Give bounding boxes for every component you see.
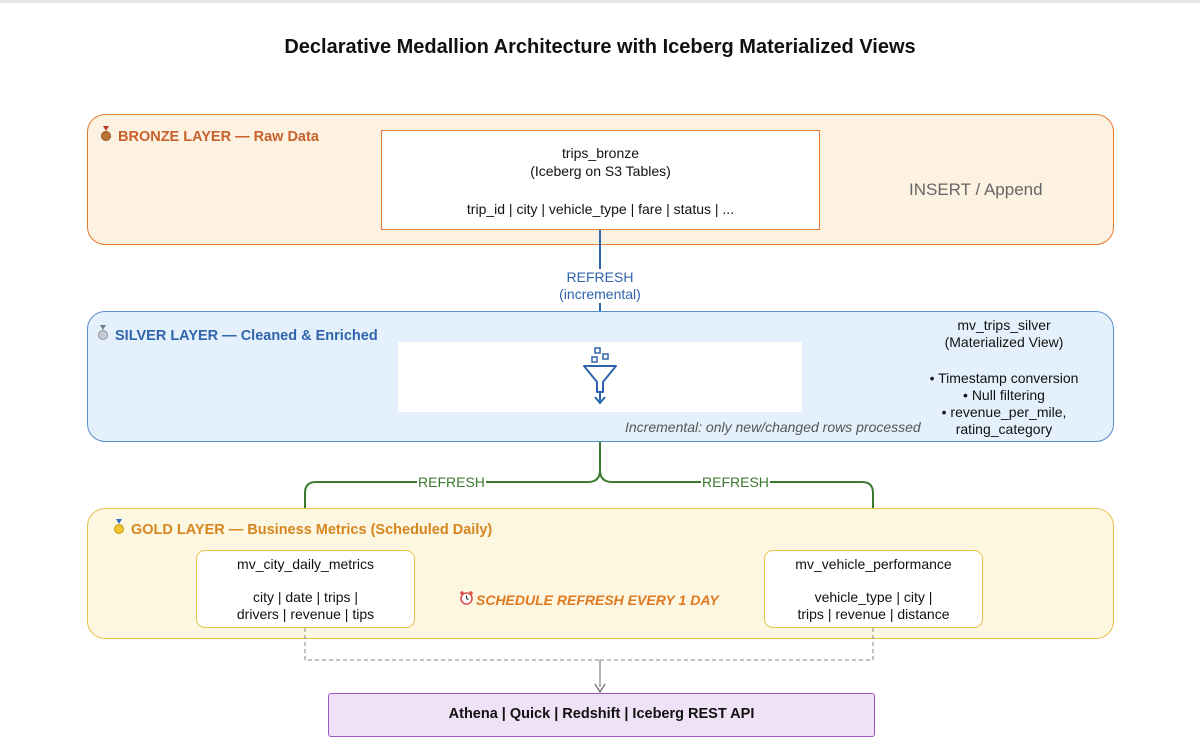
alarm-clock-icon [459,590,474,608]
bronze-table-desc: (Iceberg on S3 Tables) [530,163,671,179]
mv-city-daily-metrics-box: mv_city_daily_metrics city | date | trip… [196,550,415,628]
silver-layer-title: SILVER LAYER — Cleaned & Enriched [97,325,378,344]
top-border-line [0,0,1200,3]
schedule-refresh-label: SCHEDULE REFRESH EVERY 1 DAY [459,590,719,608]
refresh-main-line1: REFRESH [566,269,634,285]
refresh-left-label: REFRESH [417,474,486,490]
incremental-note: Incremental: only new/changed rows proce… [625,419,921,435]
silver-view-name: mv_trips_silver [957,317,1051,333]
vehicle-performance-view-name: mv_vehicle_performance [795,556,952,572]
city-metrics-view-name: mv_city_daily_metrics [237,556,374,572]
refresh-right-label: REFRESH [701,474,770,490]
silver-transform-item: • revenue_per_mile, [941,404,1067,420]
gold-layer-title: GOLD LAYER — Business Metrics (Scheduled… [113,519,492,538]
silver-layer-title-text: SILVER LAYER — Cleaned & Enriched [115,328,378,344]
silver-transform-item: • Timestamp conversion [929,370,1079,386]
funnel-icon [583,347,617,405]
trips-bronze-table-box: trips_bronze (Iceberg on S3 Tables) trip… [381,130,820,230]
city-metrics-fields-line1: city | date | trips | [252,589,359,605]
gold-medal-icon [113,519,125,537]
diagram-title: Declarative Medallion Architecture with … [284,36,916,58]
bronze-layer-title-text: BRONZE LAYER — Raw Data [118,129,319,145]
consumers-arrowhead [594,683,606,694]
bronze-table-name: trips_bronze [561,145,640,161]
schedule-refresh-text: SCHEDULE REFRESH EVERY 1 DAY [476,592,719,608]
silver-transform-item: rating_category [955,421,1053,437]
mv-trips-silver-description: mv_trips_silver (Materialized View) • Ti… [916,317,1092,438]
silver-view-desc: (Materialized View) [944,334,1064,350]
silver-medal-icon [97,325,109,343]
vehicle-performance-fields-line1: vehicle_type | city | [814,589,933,605]
query-engines-box: Athena | Quick | Redshift | Iceberg REST… [328,693,875,737]
gold-layer-title-text: GOLD LAYER — Business Metrics (Scheduled… [131,522,493,538]
vehicle-performance-fields-line2: trips | revenue | distance [797,606,950,622]
bronze-medal-icon [100,126,112,144]
city-metrics-fields-line2: drivers | revenue | tips [236,606,375,622]
bronze-write-mode: INSERT / Append [909,180,1043,199]
bronze-table-fields: trip_id | city | vehicle_type | fare | s… [466,201,735,217]
mv-vehicle-performance-box: mv_vehicle_performance vehicle_type | ci… [764,550,983,628]
bronze-layer-title: BRONZE LAYER — Raw Data [100,126,319,145]
silver-transform-item: • Null filtering [963,387,1045,403]
refresh-incremental-label: REFRESH (incremental) [540,269,660,303]
refresh-main-line2: (incremental) [559,286,641,302]
